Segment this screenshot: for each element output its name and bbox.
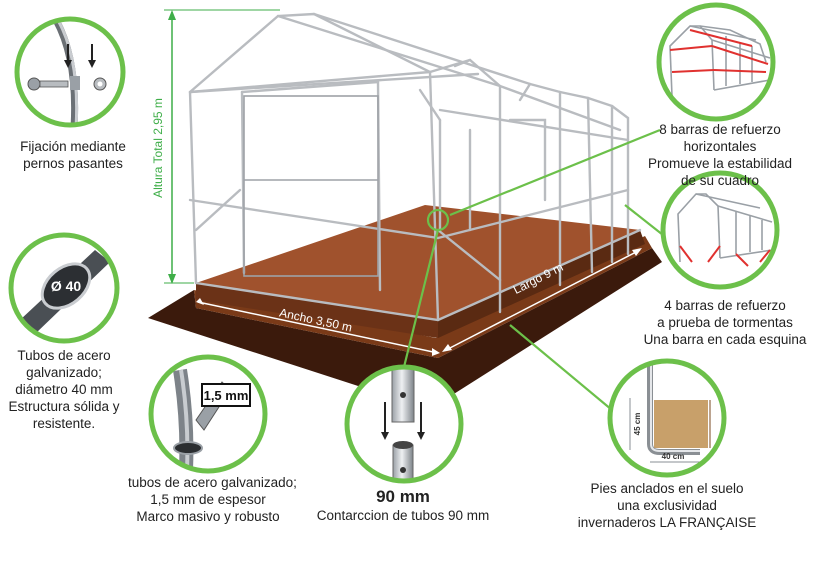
thickness-badge: 1,5 mm: [204, 388, 249, 403]
thickness-circle: 1,5 mm: [148, 354, 268, 474]
caption-anchors: Pies anclados en el suelo una exclusivid…: [577, 481, 757, 530]
bolt-detail-icon: [27, 19, 107, 125]
caption-horizontal-bars: 8 barras de refuerzo horizontales Promue…: [647, 122, 793, 188]
anchor-height-dim: 45 cm: [633, 413, 642, 436]
tube-diameter-circle: Ø 40: [8, 232, 120, 344]
storm-bars-circle: [660, 170, 780, 290]
caption-contraction: 90 mm Contarccion de tubos 90 mm: [305, 487, 501, 524]
caption-storm-bars: 4 barras de refuerzo a prueba de torment…: [643, 298, 807, 347]
tube-diameter-badge: Ø 40: [51, 278, 82, 294]
mini-frame-diagonal-bars-icon: [677, 193, 773, 267]
caption-tube-diameter: Tubos de acero galvanizado; diámetro 40 …: [8, 348, 120, 431]
tube-contraction-icon: [381, 367, 425, 481]
greenhouse-door: [243, 95, 379, 277]
caption-thickness: tubos de acero galvanizado; 1,5 mm de es…: [128, 475, 297, 524]
horizontal-bars-circle: [656, 2, 776, 122]
anchor-feet-circle: 45 cm 40 cm: [607, 358, 727, 478]
floor-plane: [196, 205, 645, 338]
greenhouse-frame: [188, 12, 642, 322]
height-dimension: Altura Total 2,95 m: [151, 9, 280, 284]
contraction-title: 90 mm: [376, 487, 430, 506]
caption-bolts: Fijación mediante pernos pasantes: [20, 139, 126, 171]
bolt-detail-circle: [14, 16, 126, 128]
contraction-circle: [344, 364, 464, 484]
callout-connectors: [402, 128, 664, 411]
mini-frame-red-bars-icon: [669, 25, 771, 97]
height-label: Altura Total 2,95 m: [151, 98, 165, 198]
anchor-width-dim: 40 cm: [662, 452, 685, 461]
